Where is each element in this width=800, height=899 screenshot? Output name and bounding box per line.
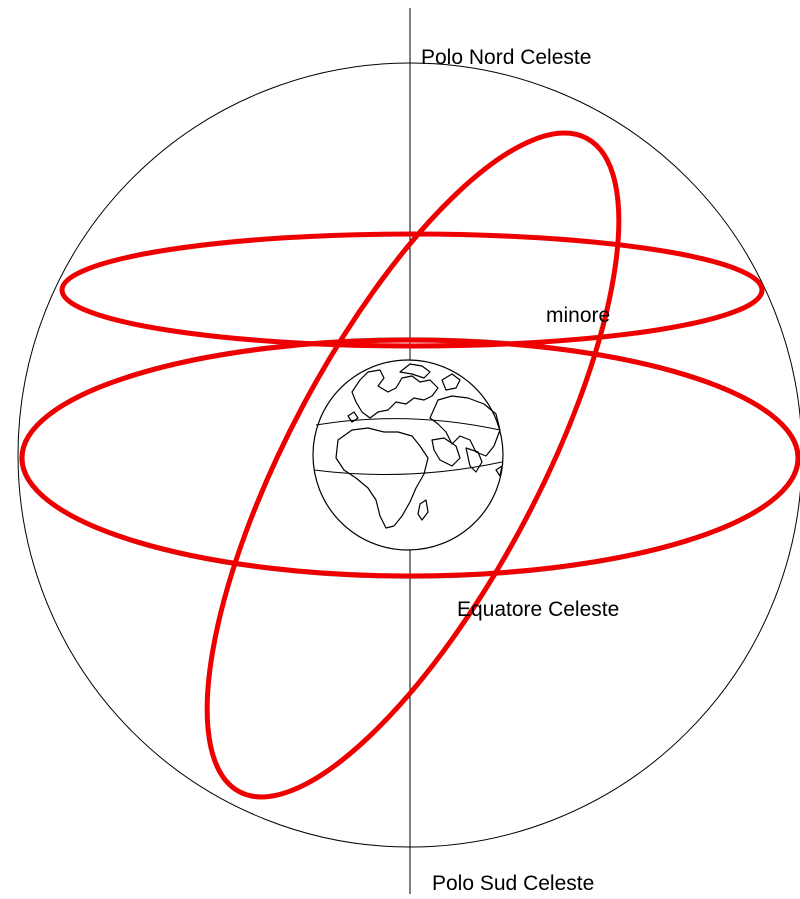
celestial-equator-label: Equatore Celeste — [457, 598, 619, 621]
north-pole-label: Polo Nord Celeste — [421, 46, 591, 69]
south-pole-label: Polo Sud Celeste — [432, 872, 594, 894]
earth-globe — [313, 360, 503, 550]
small-circle — [62, 234, 762, 346]
small-circle-label: minore — [546, 304, 610, 327]
